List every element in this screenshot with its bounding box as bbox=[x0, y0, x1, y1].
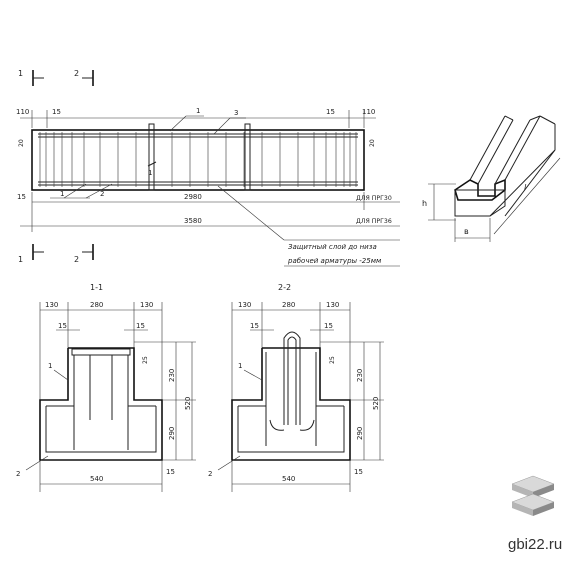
beam-elevation: 1 1 2 2 bbox=[16, 69, 400, 267]
svg-text:Защитный слой до низа: Защитный слой до низа bbox=[288, 243, 377, 251]
beam-outline bbox=[31, 129, 365, 191]
svg-text:ДЛЯ ПРГ36: ДЛЯ ПРГ36 bbox=[356, 218, 392, 225]
svg-text:20: 20 bbox=[18, 139, 25, 147]
svg-text:2: 2 bbox=[208, 470, 212, 478]
svg-text:ДЛЯ ПРГ30: ДЛЯ ПРГ30 bbox=[356, 195, 392, 202]
svg-text:2980: 2980 bbox=[184, 193, 202, 201]
svg-text:15: 15 bbox=[17, 193, 26, 201]
svg-text:1: 1 bbox=[60, 190, 64, 198]
watermark: gbi22.ru bbox=[508, 536, 563, 553]
svg-text:1: 1 bbox=[48, 362, 52, 370]
svg-text:в: в bbox=[464, 227, 469, 236]
svg-text:15: 15 bbox=[324, 322, 333, 330]
section-2-2: 2-2 130 280 130 15 15 25 230 290 520 15 bbox=[208, 283, 384, 492]
section-mark-1-bottom: 1 bbox=[18, 244, 44, 264]
svg-text:130: 130 bbox=[238, 301, 251, 309]
svg-text:1: 1 bbox=[18, 255, 23, 264]
svg-text:2: 2 bbox=[74, 69, 79, 78]
svg-text:3: 3 bbox=[234, 109, 238, 117]
svg-text:1-1: 1-1 bbox=[90, 283, 103, 292]
svg-text:520: 520 bbox=[184, 397, 192, 410]
svg-text:рабочей арматуры -25мм: рабочей арматуры -25мм bbox=[287, 257, 382, 265]
svg-text:l: l bbox=[524, 183, 527, 192]
svg-text:280: 280 bbox=[282, 301, 295, 309]
svg-text:280: 280 bbox=[90, 301, 103, 309]
svg-text:20: 20 bbox=[369, 139, 376, 147]
svg-text:230: 230 bbox=[168, 369, 176, 382]
svg-text:15: 15 bbox=[166, 468, 175, 476]
svg-text:540: 540 bbox=[282, 475, 295, 483]
svg-text:2-2: 2-2 bbox=[278, 283, 291, 292]
svg-text:25: 25 bbox=[329, 356, 336, 364]
beam-isometric: h в l bbox=[422, 115, 561, 242]
svg-text:540: 540 bbox=[90, 475, 103, 483]
section-mark-1-top: 1 bbox=[18, 69, 44, 86]
svg-text:110: 110 bbox=[362, 108, 375, 116]
stirrups bbox=[39, 132, 357, 187]
svg-text:520: 520 bbox=[372, 397, 380, 410]
svg-text:2: 2 bbox=[100, 190, 104, 198]
svg-text:15: 15 bbox=[354, 468, 363, 476]
svg-text:15: 15 bbox=[326, 108, 335, 116]
svg-text:2: 2 bbox=[16, 470, 20, 478]
svg-text:1: 1 bbox=[238, 362, 242, 370]
svg-text:290: 290 bbox=[356, 427, 364, 440]
section-mark-2-bottom: 2 bbox=[74, 244, 94, 264]
svg-text:290: 290 bbox=[168, 427, 176, 440]
svg-text:1: 1 bbox=[18, 69, 23, 78]
svg-text:130: 130 bbox=[45, 301, 58, 309]
svg-text:15: 15 bbox=[250, 322, 259, 330]
svg-text:15: 15 bbox=[52, 108, 61, 116]
svg-text:1: 1 bbox=[196, 107, 200, 115]
svg-text:15: 15 bbox=[136, 322, 145, 330]
svg-text:h: h bbox=[422, 199, 427, 208]
svg-text:230: 230 bbox=[356, 369, 364, 382]
svg-text:15: 15 bbox=[58, 322, 67, 330]
svg-text:2: 2 bbox=[74, 255, 79, 264]
stacked-slabs-icon bbox=[511, 475, 555, 516]
svg-text:130: 130 bbox=[140, 301, 153, 309]
svg-text:1: 1 bbox=[148, 169, 152, 177]
svg-text:25: 25 bbox=[142, 356, 149, 364]
svg-text:130: 130 bbox=[326, 301, 339, 309]
section-mark-2-top: 2 bbox=[74, 69, 94, 86]
section-1-1: 1-1 130 280 130 15 15 25 230 290 5 bbox=[16, 283, 196, 492]
svg-text:110: 110 bbox=[16, 108, 29, 116]
svg-text:3580: 3580 bbox=[184, 217, 202, 225]
